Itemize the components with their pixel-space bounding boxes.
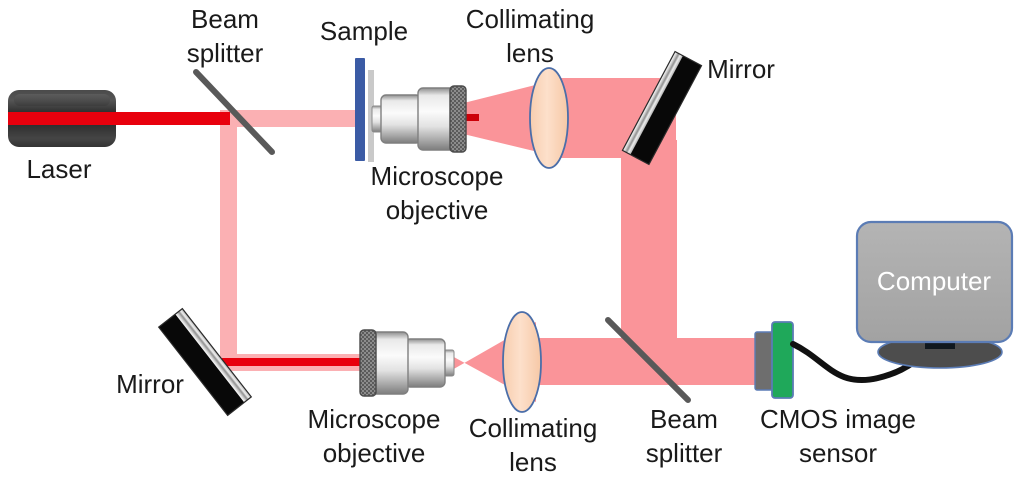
collimating-lens-bottom (502, 311, 542, 413)
cmos-image-sensor (754, 321, 794, 399)
label-collimating-lens-top-line1: Collimating (466, 4, 595, 34)
objective-bottom-barrel-front (404, 338, 446, 388)
mirror-top-outline (621, 50, 703, 166)
beam-lens-bottom-to-sensor (518, 338, 768, 385)
label-beam-splitter-top-line2: splitter (187, 38, 264, 68)
label-cmos-line2: sensor (799, 438, 877, 468)
laser-top-highlight (14, 94, 110, 106)
beam-splitter-bottom-plate (605, 317, 691, 403)
cmos-sensor-chip (771, 321, 794, 399)
beam-splitter-down (220, 110, 237, 363)
mirror-top (621, 50, 703, 166)
laser-emission-stripe (8, 112, 116, 125)
beam-objective-top-focus (455, 114, 479, 121)
objective-top-collar (449, 85, 467, 153)
mirror-bottom-body (158, 308, 252, 416)
beam-splitter-top-plate (193, 69, 275, 155)
label-laser: Laser (26, 154, 91, 184)
mirror-bottom-reflective-face (175, 308, 252, 403)
label-microscope-objective-top-line2: objective (386, 195, 489, 225)
microscope-objective-bottom (359, 329, 455, 397)
laser-source (8, 90, 116, 147)
label-mirror-bottom: Mirror (116, 369, 184, 399)
label-beam-splitter-bottom-line1: Beam (650, 404, 718, 434)
label-mirror-top: Mirror (707, 54, 775, 84)
label-microscope-objective-bottom-line1: Microscope (308, 404, 441, 434)
monitor-screen-label: Computer (877, 266, 991, 296)
label-beam-splitter-top-line1: Beam (191, 4, 259, 34)
mirror-bottom-outline (157, 307, 253, 417)
label-cmos-line1: CMOS image (760, 404, 916, 434)
collimating-lens-top (529, 67, 569, 169)
label-collimating-lens-top-line2: lens (506, 38, 554, 68)
label-collimating-lens-bottom-line2: lens (509, 447, 557, 477)
mirror-top-reflective-face (622, 51, 683, 155)
monitor-screen (855, 220, 1014, 344)
label-microscope-objective-bottom-line2: objective (323, 438, 426, 468)
objective-bottom-collar (359, 329, 377, 397)
sample-backplate (368, 70, 374, 162)
mirror-bottom (157, 307, 253, 417)
beam-splitter-to-sample (228, 110, 363, 127)
diagram-labels: Beam splitter Sample Collimating lens Mi… (26, 4, 916, 477)
objective-top-barrel-front (380, 94, 422, 144)
microscope-objective-top (371, 85, 467, 153)
label-sample: Sample (320, 16, 408, 46)
computer-monitor: Computer (855, 220, 1014, 369)
sample-bar (355, 58, 365, 161)
label-beam-splitter-bottom-line2: splitter (646, 438, 723, 468)
beam-lower-bright-stub (222, 358, 372, 366)
label-collimating-lens-bottom-line1: Collimating (469, 413, 598, 443)
label-microscope-objective-top-line1: Microscope (371, 161, 504, 191)
sample-slide (355, 58, 374, 162)
mirror-top-body (622, 51, 702, 165)
